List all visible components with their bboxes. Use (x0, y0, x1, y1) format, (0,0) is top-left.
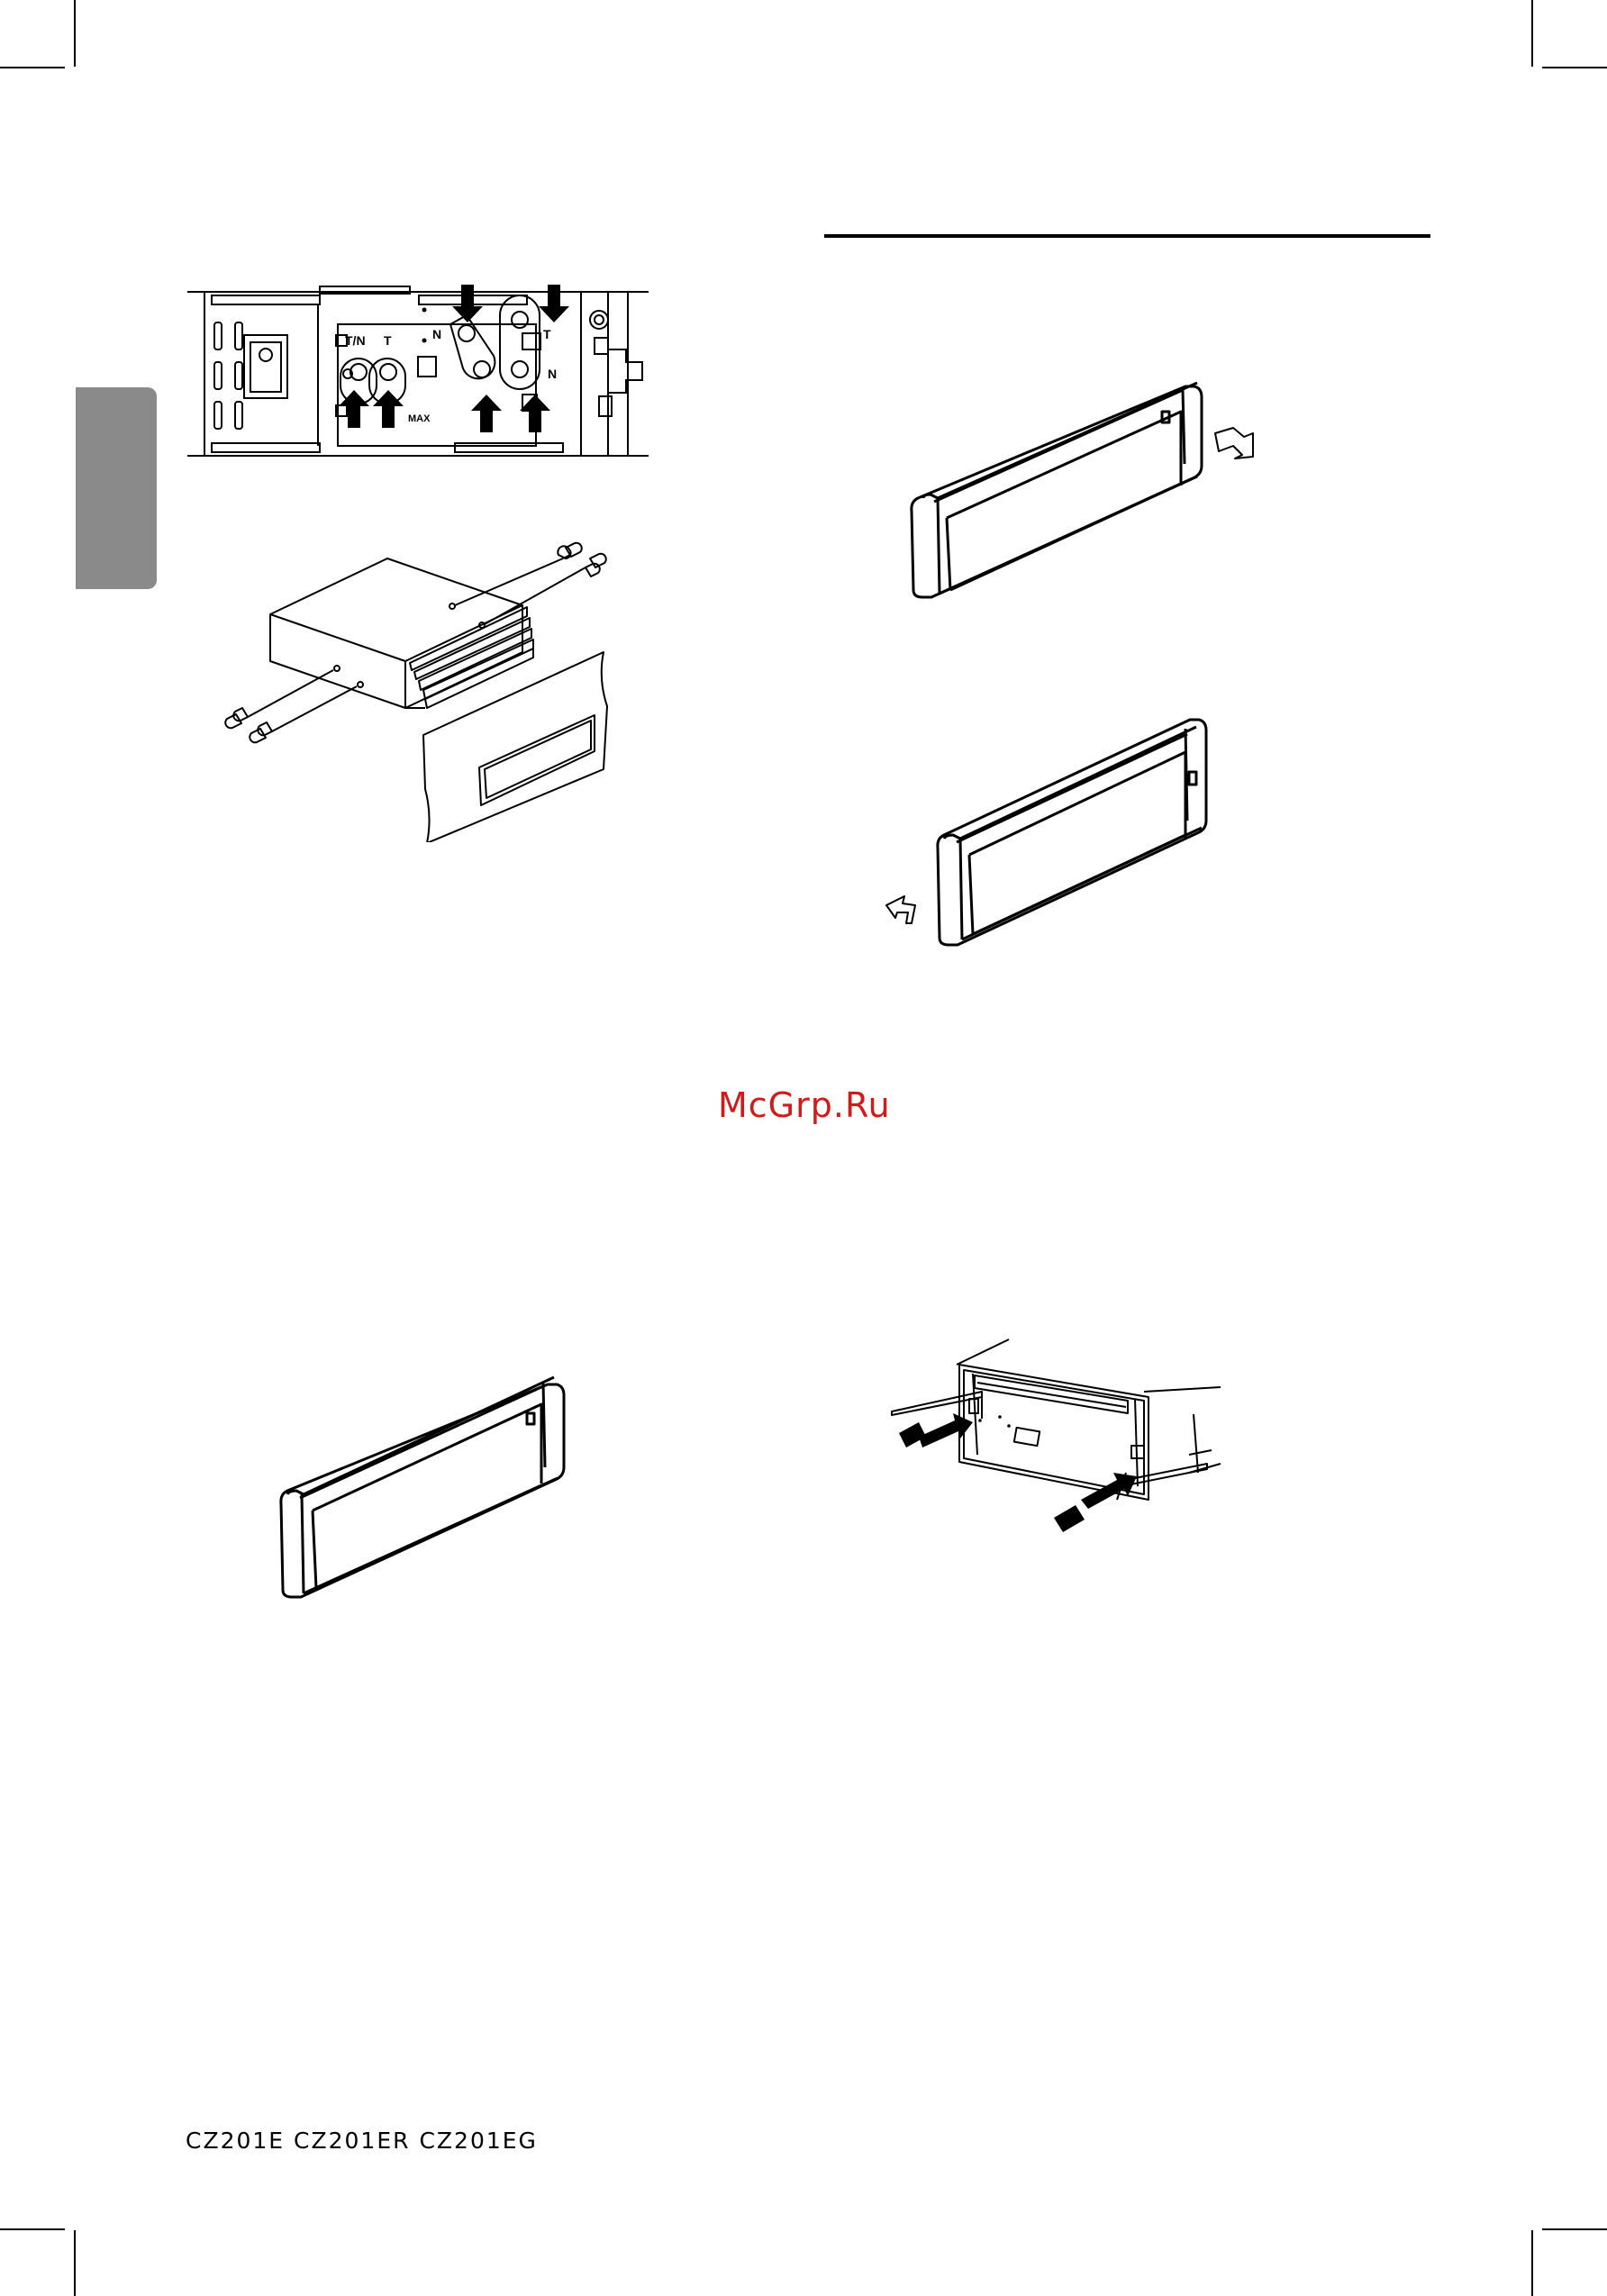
model-footer: CZ201E CZ201ER CZ201EG (186, 2128, 538, 2154)
unit-installation-diagram (216, 531, 640, 842)
crop-mark (1542, 67, 1607, 68)
trim-frame-diagram (883, 716, 1225, 955)
crop-mark (1542, 2228, 1607, 2230)
crop-mark (1531, 0, 1533, 67)
label-t-n: T/N (345, 333, 366, 348)
crop-mark (0, 67, 65, 68)
watermark: McGrp.Ru (718, 1085, 891, 1125)
crop-mark (1531, 2230, 1533, 2296)
section-tab (76, 387, 157, 589)
trim-frame-diagram (905, 374, 1284, 608)
unit-removal-diagram (874, 1338, 1234, 1536)
bracket-diagram: T/N T N T N MAX (185, 279, 653, 464)
section-rule (824, 234, 1430, 238)
crop-mark (0, 2228, 65, 2230)
label-max: MAX (408, 413, 431, 424)
label-t: T (384, 333, 392, 348)
crop-mark (74, 2230, 76, 2296)
label-n: N (432, 327, 441, 341)
label-t: T (543, 327, 551, 341)
crop-mark (74, 0, 76, 67)
trim-frame-diagram (275, 1374, 572, 1603)
label-n: N (548, 367, 557, 381)
